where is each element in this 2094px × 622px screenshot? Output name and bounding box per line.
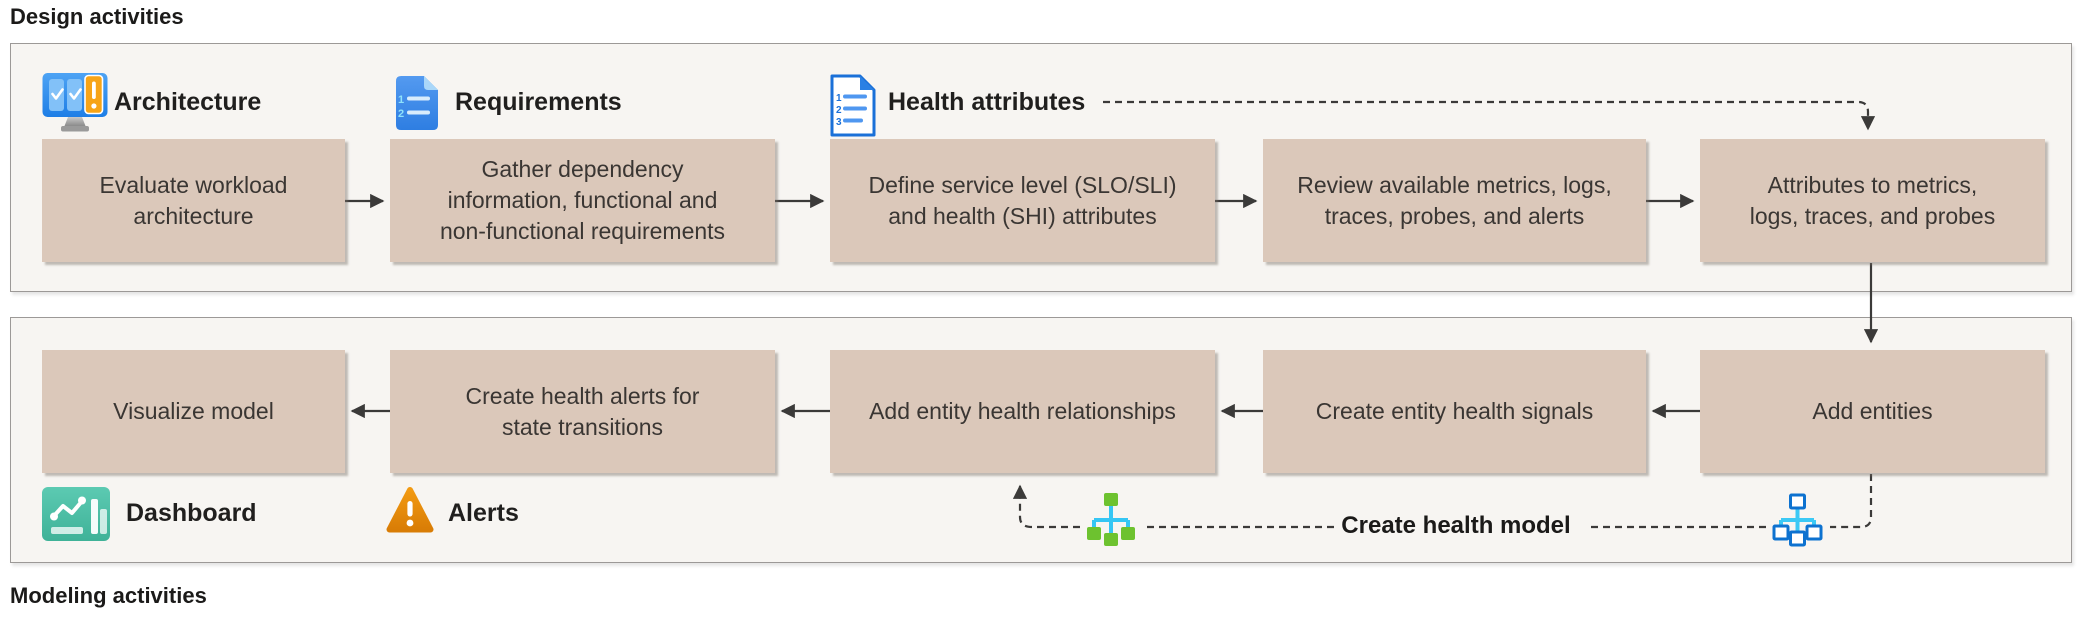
step-add-entity-health-relationships: Add entity health relationships — [830, 350, 1215, 473]
step-attributes-to-metrics: Attributes to metrics, logs, traces, and… — [1700, 139, 2045, 262]
hierarchy-green-icon — [1083, 491, 1139, 552]
step-visualize-model: Visualize model — [42, 350, 345, 473]
svg-text:2: 2 — [836, 105, 842, 116]
step-define-service-level-attributes: Define service level (SLO/SLI) and healt… — [830, 139, 1215, 262]
architecture-monitor-icon — [42, 72, 108, 138]
design-section-title: Design activities — [10, 4, 184, 29]
step-add-entities: Add entities — [1700, 350, 2045, 473]
step-create-entity-health-signals: Create entity health signals — [1263, 350, 1646, 473]
svg-text:1: 1 — [398, 94, 404, 106]
architecture-label: Architecture — [114, 88, 262, 116]
step-review-available-metrics: Review available metrics, logs, traces, … — [1263, 139, 1646, 262]
step-gather-dependency-information: Gather dependency information, functiona… — [390, 139, 775, 262]
step-evaluate-workload-architecture: Evaluate workload architecture — [42, 139, 345, 262]
svg-text:2: 2 — [398, 108, 404, 120]
modeling-section-title: Modeling activities — [10, 583, 207, 608]
create-health-model-label: Create health model — [1341, 512, 1571, 539]
requirements-document-icon: 1 2 — [396, 76, 438, 135]
svg-text:1: 1 — [836, 93, 842, 104]
dashboard-label: Dashboard — [126, 499, 257, 527]
dashboard-icon — [42, 487, 110, 546]
health-attributes-label: Health attributes — [888, 88, 1086, 116]
health-attributes-checklist-icon: 1 2 3 — [830, 74, 876, 142]
svg-text:3: 3 — [836, 117, 842, 128]
alerts-label: Alerts — [448, 499, 519, 527]
hierarchy-blue-icon — [1770, 492, 1825, 552]
requirements-label: Requirements — [455, 88, 622, 116]
alerts-warning-icon — [386, 485, 434, 541]
step-create-health-alerts: Create health alerts for state transitio… — [390, 350, 775, 473]
